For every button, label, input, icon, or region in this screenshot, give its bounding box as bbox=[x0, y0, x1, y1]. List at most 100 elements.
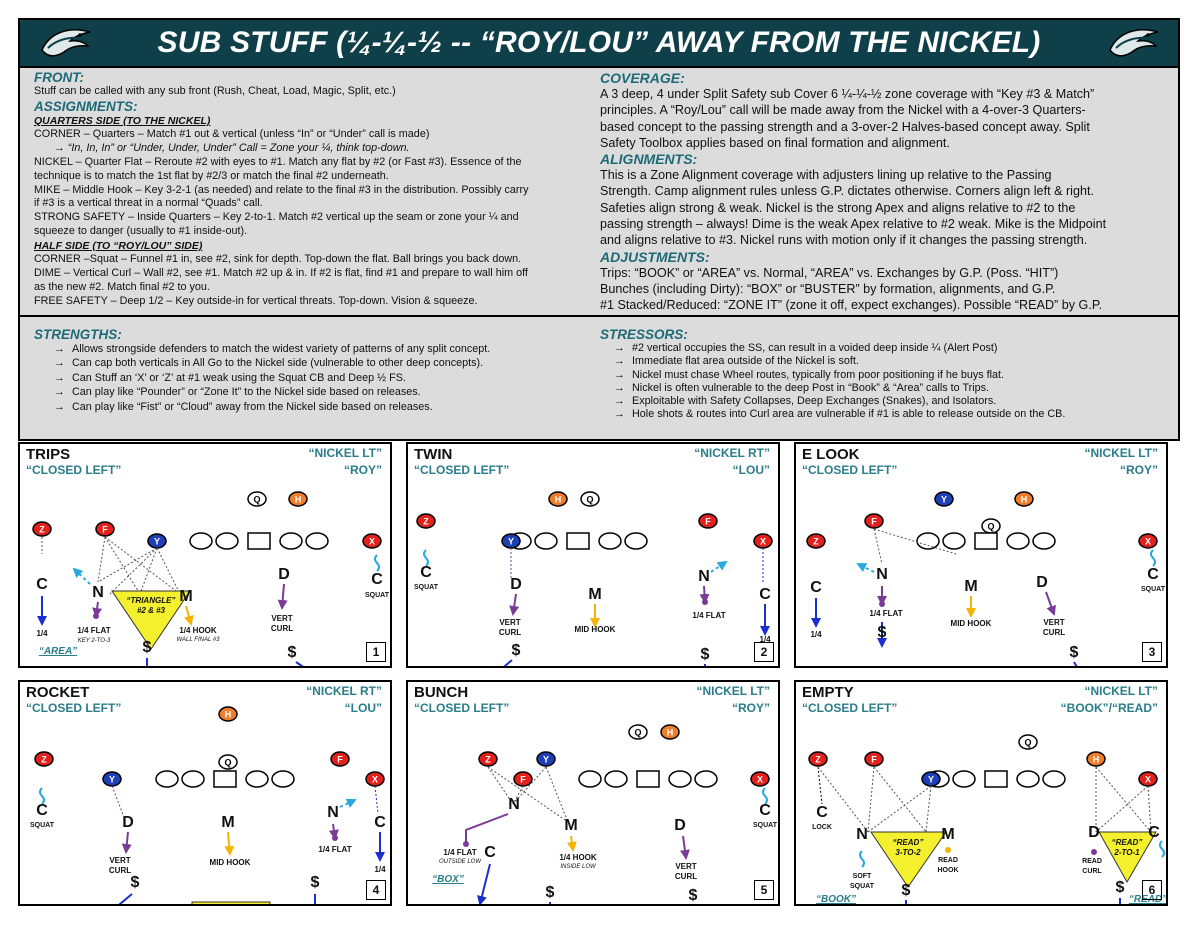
diagram-label: 1/4 bbox=[759, 635, 771, 644]
lineman-oval bbox=[271, 770, 295, 788]
nickel: N bbox=[327, 804, 339, 821]
free-safety: $ bbox=[1116, 879, 1125, 896]
diagram-label: SQUAT bbox=[365, 592, 390, 599]
page-title: SUB STUFF (¼-¼-½ -- “ROY/LOU” AWAY FROM … bbox=[157, 26, 1041, 59]
qb-label: Q bbox=[224, 758, 231, 768]
triangle-zone bbox=[1098, 831, 1157, 884]
assignments-heading: ASSIGNMENTS: bbox=[34, 98, 138, 114]
route-dot bbox=[1091, 849, 1097, 855]
nickel-call: “NICKEL LT” bbox=[308, 446, 382, 460]
diagram-label: SQUAT bbox=[1141, 586, 1166, 593]
squat-squiggle-icon bbox=[374, 554, 380, 572]
x-receiver-label: X bbox=[372, 775, 378, 785]
center-box bbox=[566, 532, 590, 550]
nickel-call: “NICKEL LT” bbox=[696, 684, 770, 698]
diagram-label: “AREA” bbox=[39, 646, 77, 657]
diagram-label: #2 & #3 bbox=[137, 606, 166, 615]
lineman-oval bbox=[534, 532, 558, 550]
corner-right: C bbox=[1147, 566, 1159, 583]
x-receiver-label: X bbox=[1145, 537, 1151, 547]
coverage-heading: COVERAGE: bbox=[600, 70, 685, 86]
closed-call: “CLOSED LEFT” bbox=[414, 463, 510, 477]
strengths-heading: STRENGTHS: bbox=[34, 327, 122, 342]
diagram-label: 1/4 FLAT bbox=[869, 609, 902, 618]
lineman-oval bbox=[245, 770, 269, 788]
diagram-label: 1/4 FLAT bbox=[318, 845, 351, 854]
eagle-head-logo-left bbox=[40, 24, 92, 67]
assignment-line: MIKE – Middle Hook – Key 3-2-1 (as neede… bbox=[34, 183, 529, 196]
diagram-label: CURL bbox=[675, 872, 697, 881]
z-receiver-label: Z bbox=[39, 525, 45, 535]
panel-title: TRIPS bbox=[26, 446, 71, 463]
route-dot bbox=[702, 599, 708, 605]
route-arrow bbox=[679, 835, 690, 860]
roy-lou-call: “LOU” bbox=[732, 463, 770, 477]
eagle-head-logo-right bbox=[1108, 24, 1160, 67]
key-line bbox=[867, 766, 875, 833]
key-line bbox=[867, 785, 932, 833]
lineman-oval bbox=[1016, 770, 1040, 788]
front-text: Stuff can be called with any sub front (… bbox=[34, 85, 396, 97]
dime: D bbox=[122, 814, 134, 831]
stressors-heading: STRESSORS: bbox=[600, 327, 688, 342]
eagle-head-icon bbox=[41, 29, 91, 57]
z-receiver-marker bbox=[808, 751, 828, 767]
alignment-line: This is a Zone Alignment coverage with a… bbox=[600, 168, 1052, 183]
key-line bbox=[97, 547, 158, 583]
stressor-item: Immediate flat area outside of the Nicke… bbox=[614, 355, 1175, 369]
h-back-label: H bbox=[667, 728, 674, 738]
qb-marker bbox=[218, 754, 238, 770]
z-receiver-label: Z bbox=[423, 517, 429, 527]
triangle-zone bbox=[111, 590, 191, 650]
lineman-oval bbox=[1042, 770, 1066, 788]
x-receiver-marker bbox=[362, 533, 382, 549]
f-receiver-label: F bbox=[871, 755, 877, 765]
corner-right: C bbox=[374, 814, 386, 831]
squat-squiggle-icon bbox=[762, 787, 768, 805]
diagram-label: “BOX” bbox=[432, 874, 464, 885]
f-receiver-marker bbox=[330, 751, 350, 767]
diagram-label: 1/4 bbox=[374, 865, 386, 874]
f-receiver-label: F bbox=[102, 525, 108, 535]
lineman-oval bbox=[155, 770, 179, 788]
qb-label: Q bbox=[253, 495, 260, 505]
half-side-heading: HALF SIDE (TO “ROY/LOU” SIDE) bbox=[34, 240, 203, 253]
strong-safety: $ bbox=[311, 874, 320, 891]
x-receiver-label: X bbox=[757, 775, 763, 785]
corner-right: C bbox=[371, 571, 383, 588]
route-arrow bbox=[295, 661, 304, 666]
nickel-call: “NICKEL LT” bbox=[1084, 684, 1158, 698]
diagram-label: “BOOK” bbox=[816, 894, 856, 904]
free-safety: $ bbox=[288, 644, 297, 661]
h-back-label: H bbox=[295, 495, 302, 505]
coverage-line: principles. A “Roy/Lou” call will be mad… bbox=[600, 103, 1086, 118]
y-receiver-label: Y bbox=[543, 755, 549, 765]
corner-left: C bbox=[36, 802, 48, 819]
diagram-label: HOOK bbox=[938, 867, 959, 874]
squat-squiggle-icon bbox=[39, 787, 45, 805]
key-line bbox=[545, 766, 569, 823]
squat-squiggle-icon bbox=[423, 549, 429, 567]
diagram-label: VERT bbox=[1043, 618, 1064, 627]
lineman-oval bbox=[181, 770, 205, 788]
y-receiver-label: Y bbox=[109, 775, 115, 785]
h-back-marker bbox=[288, 491, 308, 507]
route-arrow bbox=[1045, 591, 1056, 616]
stressor-item: Nickel must chase Wheel routes, typicall… bbox=[614, 369, 1175, 383]
diagram-label: 2-TO-1 bbox=[1113, 848, 1140, 857]
mike: M bbox=[564, 817, 577, 834]
lineman-oval bbox=[916, 532, 940, 550]
corner-right: C bbox=[759, 586, 771, 603]
corner-inside: C bbox=[484, 844, 496, 861]
route-arrow bbox=[118, 893, 133, 904]
alignment-line: passing strength – always! Dime is the w… bbox=[600, 217, 1107, 232]
key-line bbox=[109, 547, 158, 595]
key-line bbox=[512, 785, 524, 805]
diagram-label: KEY 2-TO-3 bbox=[78, 638, 111, 644]
qb-marker bbox=[1018, 734, 1038, 750]
